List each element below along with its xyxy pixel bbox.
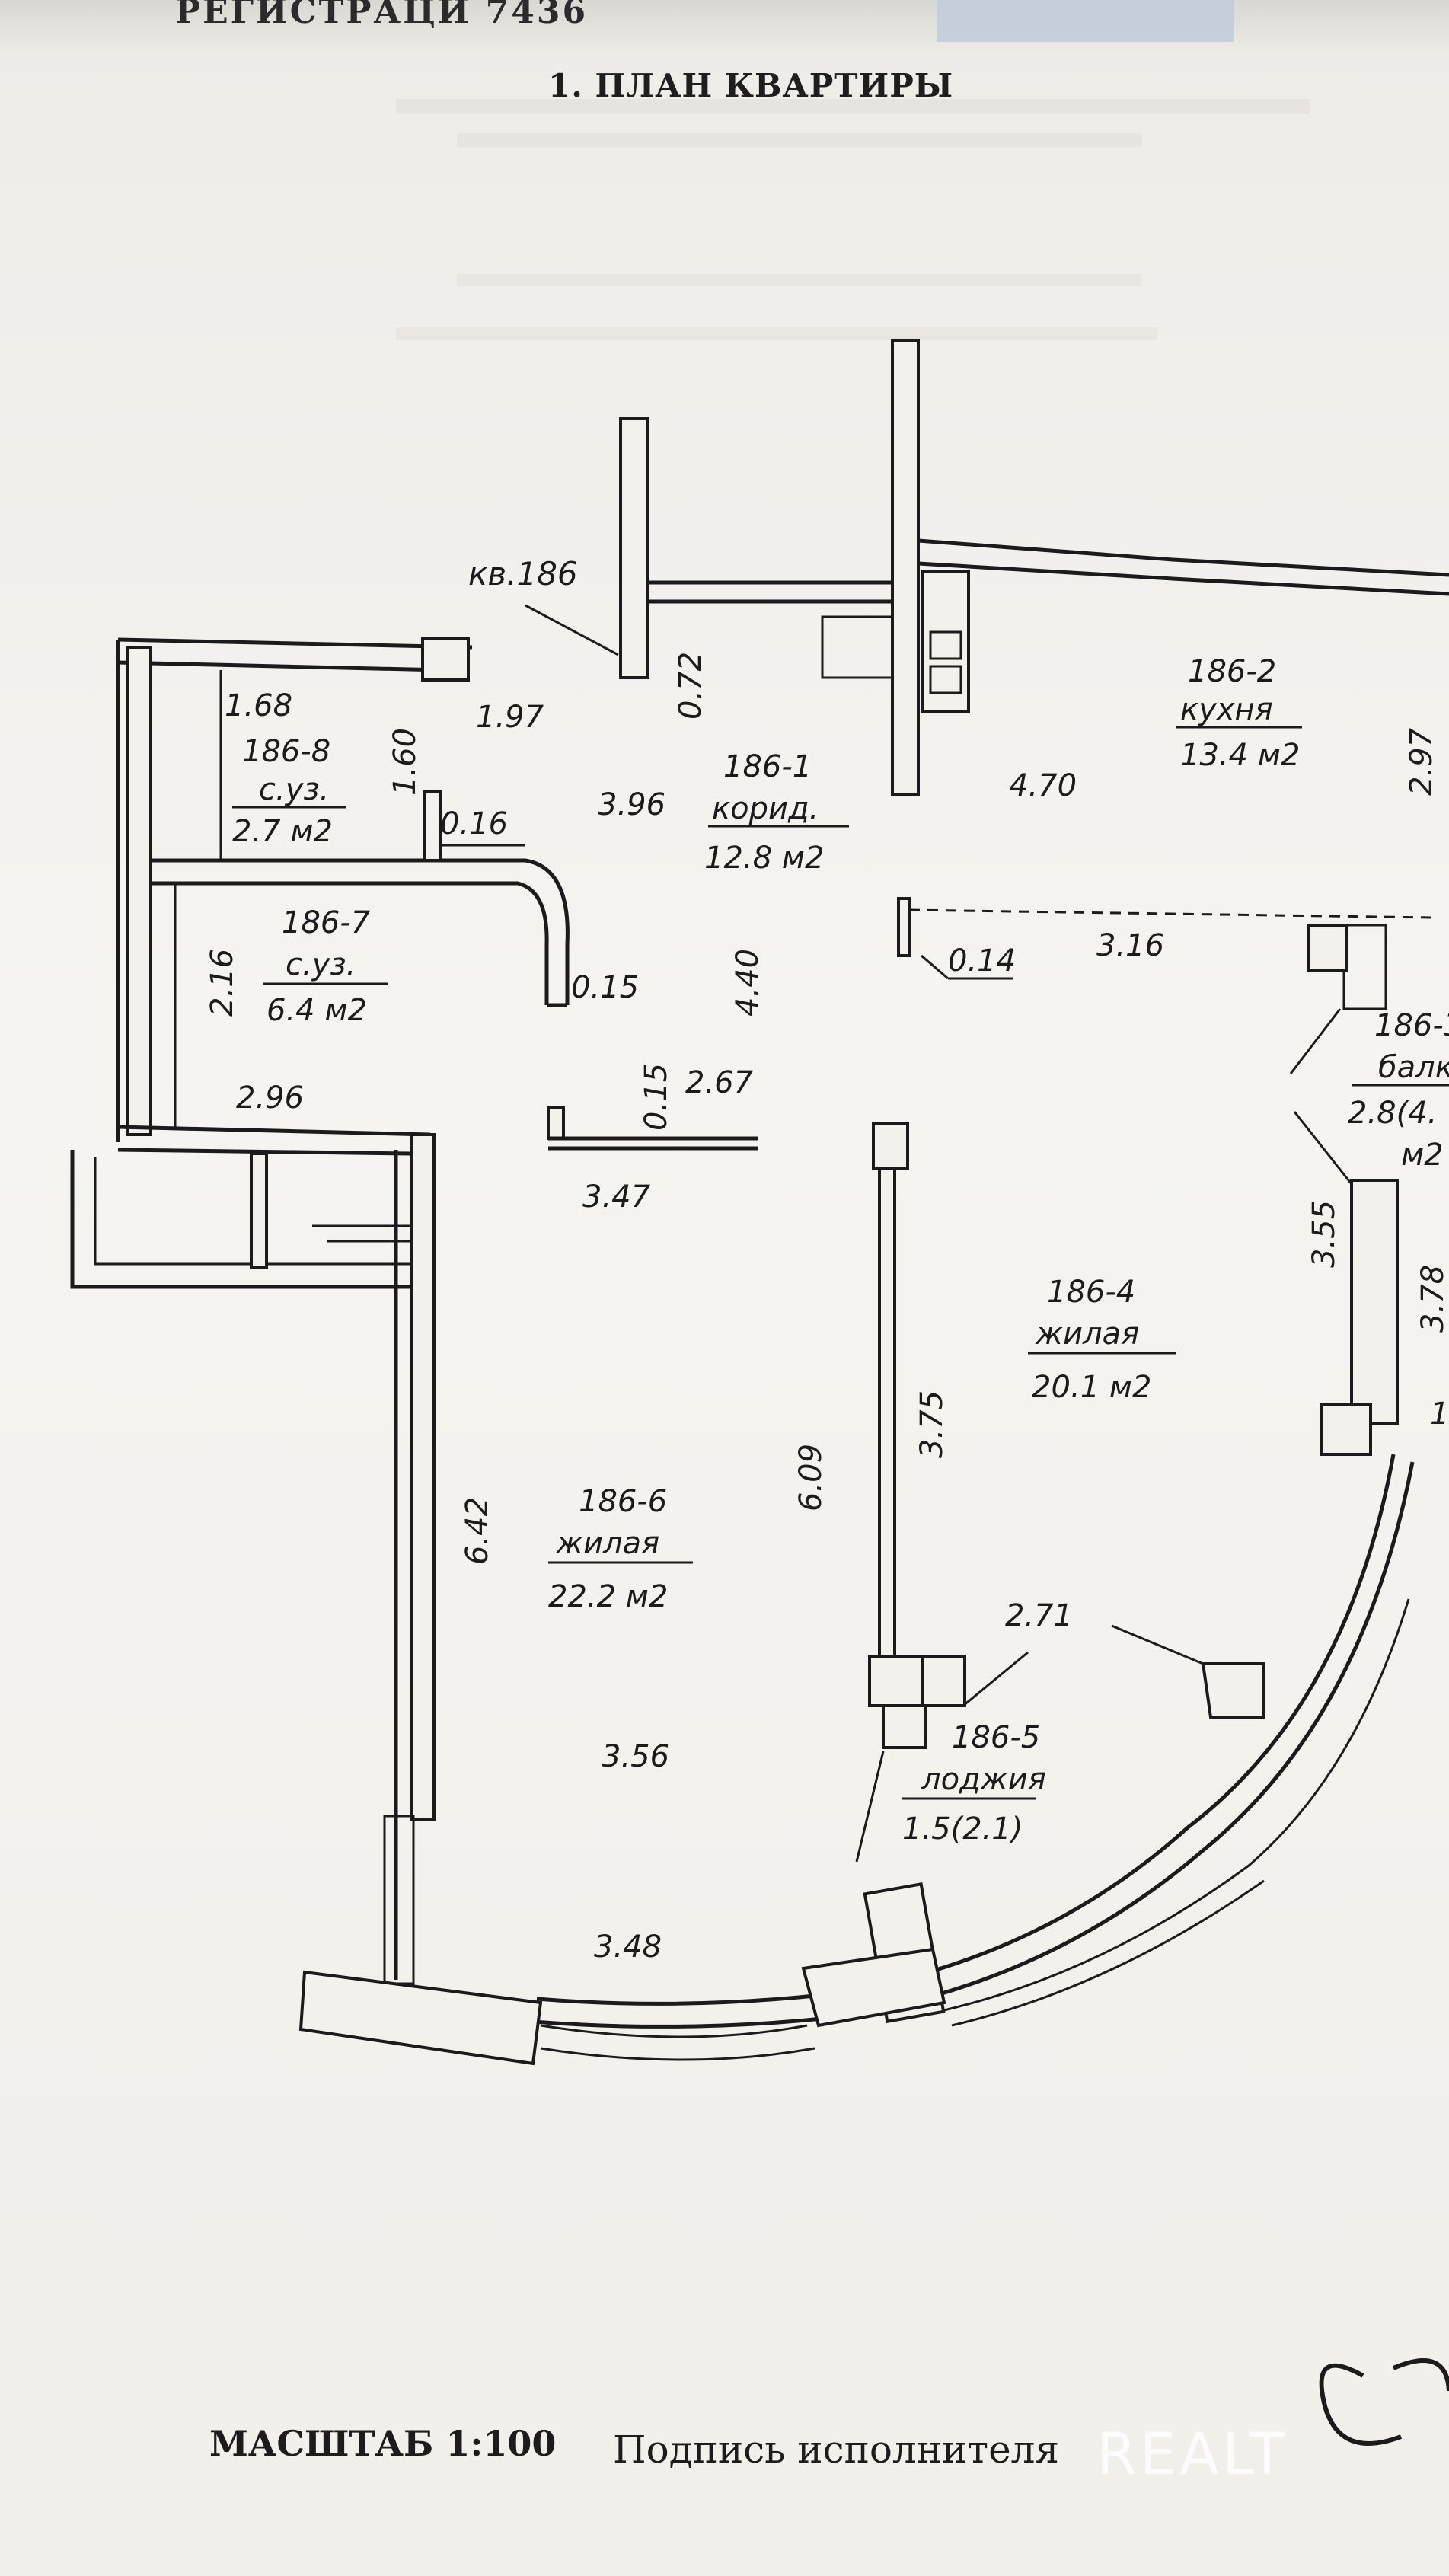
left-outer-wall [126,646,152,1136]
dimension-labels: 0.72 1.68 1.97 1.60 0.16 3.96 4.70 2.97 … [205,652,1449,1965]
dim-3-55: 3.55 [1307,1200,1342,1268]
dim-3-75: 3.75 [914,1390,950,1458]
dim-3-47: 3.47 [582,1179,651,1215]
dim-0-14: 0.14 [948,943,1016,978]
balcony-column [1350,1179,1399,1425]
room-186-1-area: 12.8 м2 [704,841,824,876]
dim-2-16: 2.16 [205,949,240,1017]
room-186-1-id: 186-1 [723,749,812,784]
room-186-2-area: 13.4 м2 [1180,738,1300,773]
realt-watermark: REALT [1096,2420,1288,2488]
dim-0-16: 0.16 [440,806,508,841]
room-186-5-id: 186-5 [952,1720,1040,1755]
scale-label: МАСШТАБ 1:100 [209,2423,557,2464]
signature-label: Подпись исполнителя [613,2428,1059,2472]
room-186-5-area: 1.5(2.1) [902,1811,1023,1847]
room-labels: кв.186 186-2 кухня 13.4 м2 186-1 корид. … [232,555,1449,1847]
room-186-8-area: 2.7 м2 [232,814,333,849]
partition-186-4-186-6 [878,1167,896,1658]
room-186-4-type: жилая [1035,1317,1139,1352]
dim-2-97: 2.97 [1404,727,1439,796]
signature-scribble [1319,2358,1449,2446]
room-186-3-area-unit: м2 [1401,1138,1444,1173]
page-title: 1. ПЛАН КВАРТИРЫ [548,67,954,104]
central-wall [891,339,920,796]
dim-1: 1. [1430,1397,1449,1432]
dim-1-60: 1.60 [388,728,423,796]
room-186-4-area: 20.1 м2 [1032,1370,1151,1405]
dim-2-96: 2.96 [236,1081,304,1116]
dim-1-68: 1.68 [225,688,292,723]
dim-3-96: 3.96 [598,787,665,822]
room-186-5-type: лоджия [921,1762,1046,1797]
header-stub: РЕГИСТРАЦИ 7436 [175,0,589,31]
dim-0-72: 0.72 [673,652,708,720]
room-186-3-id: 186-3 [1374,1008,1449,1043]
dim-2-71: 2.71 [1005,1598,1073,1633]
room-186-2-id: 186-2 [1188,654,1276,689]
bleed-through-text [396,99,1310,340]
room-186-3-type: балк. [1378,1050,1449,1085]
room-186-1-type: корид. [712,791,819,826]
room-186-8-id: 186-8 [242,734,330,769]
room-186-6-area: 22.2 м2 [548,1579,668,1614]
room-186-6-id: 186-6 [579,1484,667,1519]
room-186-3-area: 2.8(4. [1348,1096,1437,1131]
room-186-6-type: жилая [555,1526,659,1561]
stamp-blue-area [937,0,1234,42]
dim-3-56: 3.56 [602,1739,669,1774]
dim-6-42: 6.42 [460,1497,495,1565]
dim-4-40: 4.40 [730,949,765,1017]
dim-2-67: 2.67 [685,1065,754,1100]
dim-3-16: 3.16 [1096,928,1164,963]
room-186-4-id: 186-4 [1047,1275,1135,1310]
dim-3-48: 3.48 [594,1930,662,1965]
room-186-7-type: с.уз. [286,947,356,982]
previous-page-strip: РЕГИСТРАЦИ 7436 [0,0,1449,53]
dim-0-15-b: 0.15 [639,1063,674,1131]
room-186-7-area: 6.4 м2 [267,993,367,1028]
room-186-8-type: с.уз. [259,772,329,807]
room-186-2-type: кухня [1180,692,1273,727]
dim-6-09: 6.09 [793,1444,828,1511]
apartment-label: кв.186 [468,555,578,592]
dim-0-15-a: 0.15 [571,970,639,1005]
dim-4-70: 4.70 [1009,768,1077,803]
dim-1-97: 1.97 [476,700,544,735]
room-186-6-west-wall [410,1133,436,1821]
dim-3-78: 3.78 [1415,1265,1449,1333]
room-186-7-id: 186-7 [282,905,371,940]
